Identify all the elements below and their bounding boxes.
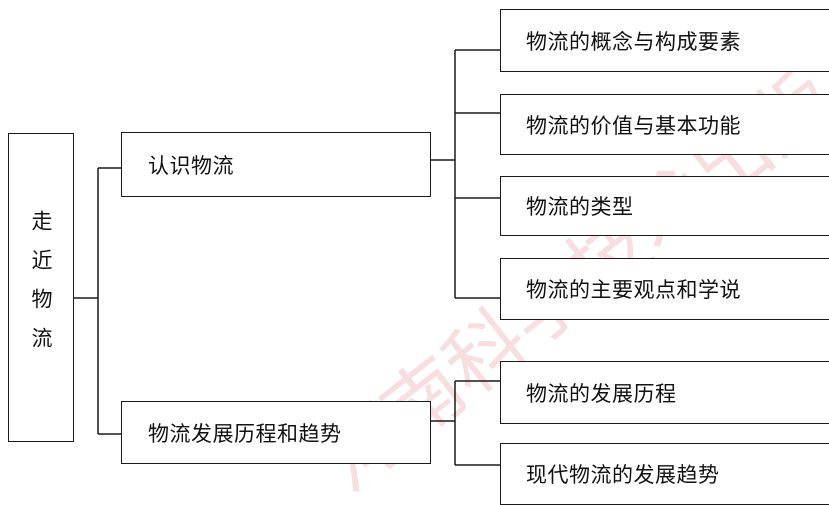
branch-node-label: 认识物流 bbox=[148, 153, 234, 178]
leaf-node-types: 物流的类型 bbox=[500, 176, 829, 236]
leaf-node-label: 物流的发展历程 bbox=[526, 381, 677, 406]
leaf-node-label: 物流的类型 bbox=[526, 195, 634, 219]
leaf-node-label: 物流的价值与基本功能 bbox=[526, 113, 741, 138]
leaf-node-concept-elements: 物流的概念与构成要素 bbox=[500, 9, 829, 72]
leaf-node-label: 物流的概念与构成要素 bbox=[526, 29, 741, 54]
branch-node-recognize-logistics: 认识物流 bbox=[121, 132, 431, 197]
leaf-node-label: 物流的主要观点和学说 bbox=[526, 278, 741, 302]
leaf-node-development-course: 物流的发展历程 bbox=[500, 361, 829, 424]
root-node-label: 走近物流 bbox=[29, 209, 53, 366]
branch-node-label: 物流发展历程和趋势 bbox=[148, 421, 342, 446]
branch-node-development-history: 物流发展历程和趋势 bbox=[121, 401, 431, 464]
leaf-node-value-functions: 物流的价值与基本功能 bbox=[500, 94, 829, 155]
leaf-node-modern-trends: 现代物流的发展趋势 bbox=[500, 443, 829, 505]
leaf-node-viewpoints-theories: 物流的主要观点和学说 bbox=[500, 258, 829, 320]
root-node: 走近物流 bbox=[8, 133, 74, 442]
leaf-node-label: 现代物流的发展趋势 bbox=[526, 463, 720, 487]
